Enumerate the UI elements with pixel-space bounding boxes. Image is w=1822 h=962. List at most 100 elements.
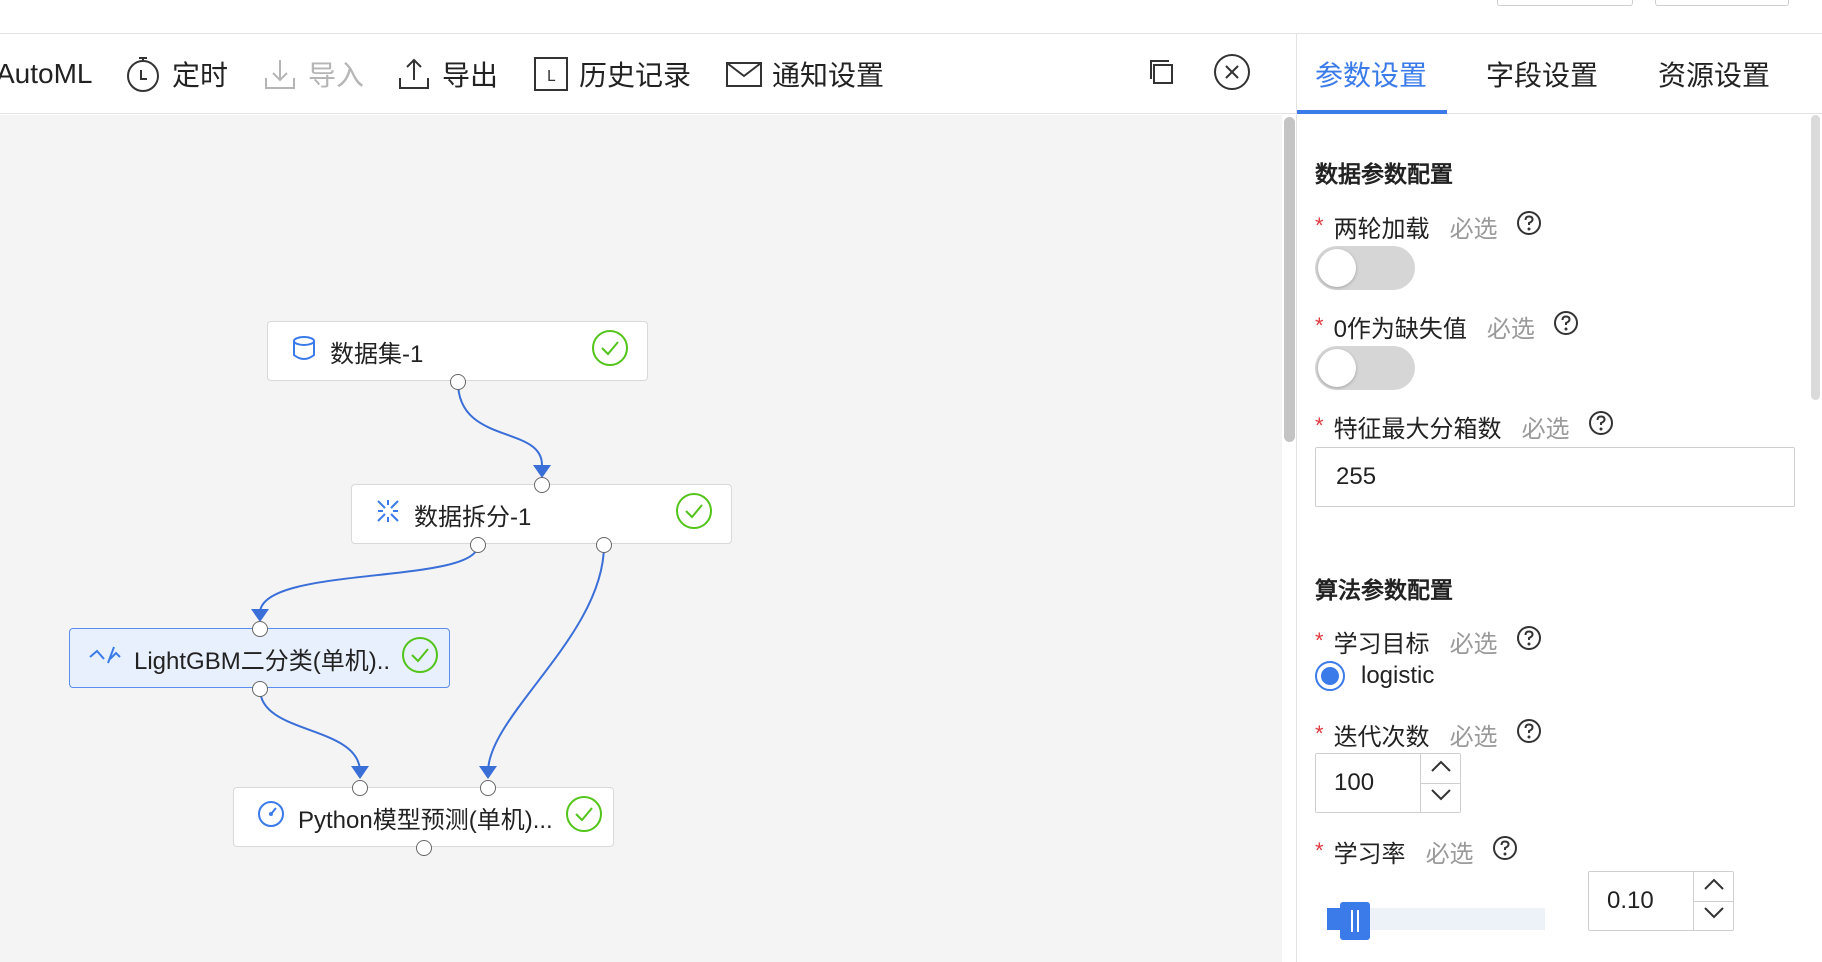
field-label-text: 0作为缺失值	[1333, 315, 1467, 343]
schedule-button[interactable]: 定时	[124, 34, 228, 114]
slider-handle[interactable]	[1340, 902, 1370, 940]
help-icon[interactable]	[1588, 410, 1614, 443]
automl-button[interactable]: AutoML	[0, 34, 93, 114]
input-port[interactable]	[480, 780, 496, 796]
edge-split-to-lightgbm	[259, 544, 479, 614]
header-button-partial[interactable]	[1655, 0, 1789, 6]
chevron-up-icon	[1703, 877, 1725, 896]
workflow-canvas[interactable]: 数据集-1 数据拆分-1 LightGBM二分类(单机)... Python模型…	[0, 115, 1282, 962]
field-learning-rate: * 学习率 必选	[1315, 835, 1518, 868]
iterations-stepper[interactable]: 100	[1315, 753, 1461, 813]
learning-rate-slider[interactable]	[1327, 902, 1545, 940]
history-button[interactable]: L 历史记录	[533, 34, 691, 114]
required-mark: *	[1315, 721, 1324, 746]
edge-dataset-to-split	[457, 381, 543, 466]
max-bins-input[interactable]: 255	[1315, 447, 1795, 507]
params-panel: 数据参数配置 * 两轮加载 必选 * 0作为缺失值 必选 * 特征最大分箱数 必…	[1297, 115, 1807, 962]
node-data-split[interactable]: 数据拆分-1	[351, 484, 732, 544]
close-button[interactable]	[1212, 53, 1252, 96]
output-port[interactable]	[450, 374, 466, 390]
close-circle-icon	[1213, 53, 1251, 96]
radio-dot	[1321, 667, 1339, 685]
required-mark: *	[1315, 313, 1324, 338]
scrollbar-thumb[interactable]	[1284, 117, 1295, 442]
output-port[interactable]	[596, 537, 612, 553]
required-mark: *	[1315, 628, 1324, 653]
help-icon[interactable]	[1516, 718, 1542, 751]
input-port[interactable]	[534, 477, 550, 493]
switch-knob	[1318, 349, 1356, 387]
algorithm-icon	[88, 643, 122, 674]
history-icon: L	[533, 56, 569, 92]
top-header-strip	[0, 0, 1822, 34]
two-round-loading-switch[interactable]	[1315, 246, 1415, 290]
help-icon[interactable]	[1516, 625, 1542, 658]
section-title-data: 数据参数配置	[1315, 161, 1453, 187]
gauge-icon	[256, 799, 286, 836]
canvas-scrollbar[interactable]	[1283, 115, 1296, 962]
field-zero-as-missing: * 0作为缺失值 必选	[1315, 310, 1579, 343]
import-label: 导入	[308, 60, 365, 91]
history-label: 历史记录	[579, 60, 692, 91]
stepper-arrows	[1420, 754, 1460, 812]
stepper-value[interactable]: 100	[1334, 769, 1375, 796]
schedule-label: 定时	[172, 60, 229, 91]
chevron-down-icon	[1703, 906, 1725, 925]
workflow-edges	[251, 381, 605, 779]
notify-settings-button[interactable]: 通知设置	[726, 34, 884, 114]
header-button-partial[interactable]	[1497, 0, 1633, 6]
history-icon-letter: L	[547, 67, 556, 85]
required-mark: *	[1315, 838, 1324, 863]
objective-radio-logistic[interactable]: logistic	[1315, 661, 1434, 691]
import-button[interactable]: 导入	[262, 34, 364, 114]
stepper-down[interactable]	[1694, 900, 1733, 931]
node-label: 数据集-1	[330, 340, 424, 368]
stopwatch-icon	[124, 54, 162, 94]
slider-rail	[1327, 908, 1545, 930]
tab-params[interactable]: 参数设置	[1315, 34, 1427, 114]
stepper-up[interactable]	[1421, 754, 1460, 783]
export-label: 导出	[442, 60, 499, 91]
field-objective: * 学习目标 必选	[1315, 625, 1542, 658]
check-circle-icon	[565, 795, 603, 840]
field-iterations: * 迭代次数 必选	[1315, 718, 1542, 751]
canvas-toolbar: AutoML 定时 导入 导出 L 历史记录 通知设置	[0, 34, 1296, 114]
input-value: 255	[1336, 463, 1377, 490]
required-mark: *	[1315, 413, 1324, 438]
radio-button[interactable]	[1315, 661, 1345, 691]
export-button[interactable]: 导出	[396, 34, 498, 114]
input-port[interactable]	[252, 621, 268, 637]
notify-settings-label: 通知设置	[772, 60, 885, 91]
field-max-bins: * 特征最大分箱数 必选	[1315, 410, 1614, 443]
output-port[interactable]	[252, 681, 268, 697]
stepper-down[interactable]	[1421, 782, 1460, 813]
edge-arrowhead	[533, 465, 551, 478]
help-icon[interactable]	[1516, 210, 1542, 243]
stepper-up[interactable]	[1694, 872, 1733, 901]
tab-label: 资源设置	[1658, 60, 1771, 91]
field-hint: 必选	[1449, 723, 1498, 751]
field-label-text: 学习目标	[1333, 630, 1430, 658]
required-mark: *	[1315, 213, 1324, 238]
chevron-down-icon	[1430, 788, 1452, 807]
help-icon[interactable]	[1492, 835, 1518, 868]
panel-scrollbar[interactable]	[1809, 115, 1822, 962]
output-port[interactable]	[416, 840, 432, 856]
export-icon	[396, 56, 432, 92]
edge-arrowhead	[351, 766, 369, 779]
database-icon	[290, 334, 318, 369]
stepper-value[interactable]: 0.10	[1607, 887, 1654, 914]
scrollbar-thumb[interactable]	[1811, 115, 1820, 400]
node-lightgbm[interactable]: LightGBM二分类(单机)...	[69, 628, 450, 688]
help-icon[interactable]	[1553, 310, 1579, 343]
tab-resources[interactable]: 资源设置	[1658, 34, 1770, 114]
edge-arrowhead	[479, 766, 497, 779]
tab-label: 参数设置	[1315, 60, 1428, 91]
output-port[interactable]	[470, 537, 486, 553]
tab-fields[interactable]: 字段设置	[1486, 34, 1598, 114]
copy-button[interactable]	[1142, 54, 1182, 94]
zero-as-missing-switch[interactable]	[1315, 346, 1415, 390]
learning-rate-stepper[interactable]: 0.10	[1588, 871, 1734, 931]
active-tab-indicator	[1297, 110, 1447, 114]
input-port[interactable]	[352, 780, 368, 796]
